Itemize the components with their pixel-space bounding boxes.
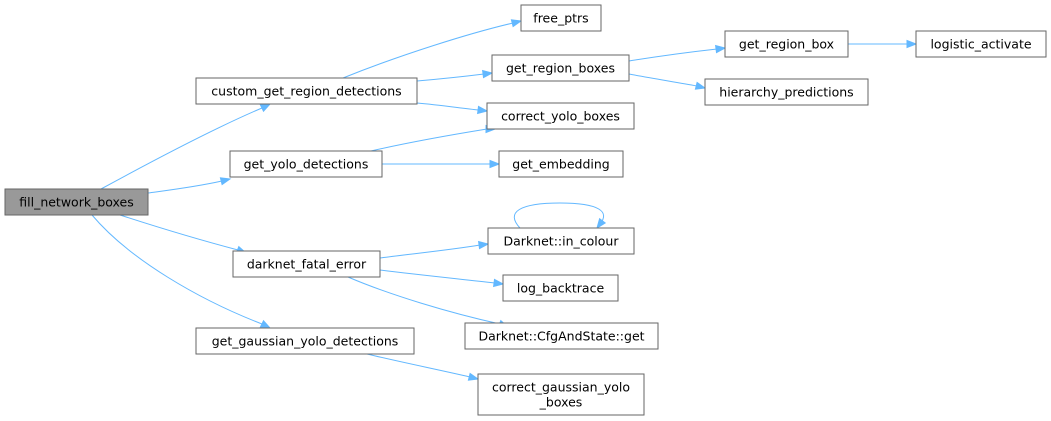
node-label: custom_get_region_detections xyxy=(211,84,401,99)
node-box xyxy=(724,30,849,58)
node-label: _boxes xyxy=(539,395,583,410)
node-label: get_region_box xyxy=(739,37,834,52)
node-free-ptrs[interactable]: free_ptrs xyxy=(520,4,602,32)
arrowhead xyxy=(259,103,272,113)
arrowhead xyxy=(478,240,490,250)
edge-fill_network_boxes-to-get_gaussian_yolo_detections xyxy=(91,214,272,329)
edge-darknet_fatal_error-to-cfg_and_state_get xyxy=(347,276,510,328)
node-box xyxy=(4,188,149,216)
arrowhead xyxy=(219,177,232,186)
node-box xyxy=(195,327,415,355)
node-box xyxy=(229,150,383,178)
edge-fill_network_boxes-to-darknet_fatal_error xyxy=(119,214,248,254)
edge-get_region_boxes-to-hierarchy_predictions xyxy=(628,73,707,90)
node-hierarchy-predictions[interactable]: hierarchy_predictions xyxy=(704,78,869,106)
node-box xyxy=(498,150,624,178)
node-correct-gaussian-yolo-boxes[interactable]: correct_gaussian_yolo_boxes xyxy=(477,373,645,416)
node-get-region-box[interactable]: get_region_box xyxy=(724,30,849,58)
edge-get_region_boxes-to-get_region_box xyxy=(628,44,727,62)
edge-get_yolo_detections-to-correct_yolo_boxes xyxy=(370,124,497,152)
edge-get_gaussian_yolo_detections-to-correct_gaussian_yolo_boxes xyxy=(366,353,480,381)
edge-custom_get_region_detections-to-correct_yolo_boxes xyxy=(416,102,489,115)
edge-line xyxy=(628,48,718,62)
edge-darknet_fatal_error-to-darknet_in_colour xyxy=(379,240,490,259)
node-box xyxy=(704,78,869,106)
arrowhead xyxy=(493,278,505,288)
edge-line xyxy=(119,214,239,251)
node-label: fill_network_boxes xyxy=(19,195,134,210)
arrowhead xyxy=(477,105,489,115)
edge-line xyxy=(100,107,263,190)
edge-line xyxy=(366,353,471,378)
edge-line xyxy=(91,214,263,325)
node-label: Darknet::CfgAndState::get xyxy=(478,329,644,344)
node-label: free_ptrs xyxy=(533,11,588,26)
node-correct-yolo-boxes[interactable]: correct_yolo_boxes xyxy=(486,102,635,130)
node-label: logistic_activate xyxy=(930,37,1031,52)
edge-line xyxy=(379,269,496,284)
node-label: log_backtrace xyxy=(517,281,605,296)
node-box xyxy=(520,4,602,32)
edge-line xyxy=(370,128,488,152)
node-box xyxy=(486,102,635,130)
node-label: darknet_fatal_error xyxy=(247,257,367,272)
arrowhead xyxy=(510,19,523,28)
arrowhead xyxy=(715,44,727,54)
edge-line xyxy=(347,276,501,325)
edge-line xyxy=(628,73,698,87)
node-get-region-boxes[interactable]: get_region_boxes xyxy=(491,54,630,82)
node-get-yolo-detections[interactable]: get_yolo_detections xyxy=(229,150,383,178)
arrowhead xyxy=(596,217,607,230)
node-label: Darknet::in_colour xyxy=(504,234,620,249)
edge-custom_get_region_detections-to-get_region_boxes xyxy=(416,69,494,82)
node-box xyxy=(915,30,1047,58)
node-darknet-in-colour[interactable]: Darknet::in_colour xyxy=(487,227,635,255)
node-box xyxy=(232,250,381,278)
node-fill-network-boxes[interactable]: fill_network_boxes xyxy=(4,188,149,216)
node-label: get_yolo_detections xyxy=(244,157,369,172)
edge-line xyxy=(513,202,605,229)
node-cfg-and-state-get[interactable]: Darknet::CfgAndState::get xyxy=(464,322,659,350)
edge-line xyxy=(379,244,481,259)
node-label: get_region_boxes xyxy=(506,61,615,76)
edge-custom_get_region_detections-to-free_ptrs xyxy=(342,19,523,79)
node-label: get_gaussian_yolo_detections xyxy=(212,334,399,349)
arrowhead xyxy=(259,319,272,329)
node-label: correct_gaussian_yolo xyxy=(492,380,630,395)
node-box xyxy=(502,274,619,302)
arrowhead xyxy=(489,159,501,169)
node-box xyxy=(195,77,418,105)
node-box xyxy=(477,373,645,416)
arrowhead xyxy=(694,81,707,90)
arrowhead xyxy=(467,372,480,381)
node-box xyxy=(464,322,659,350)
node-label: get_embedding xyxy=(512,157,609,172)
edge-line xyxy=(342,22,514,79)
node-custom-get-region-detections[interactable]: custom_get_region_detections xyxy=(195,77,418,105)
arrowhead xyxy=(482,69,494,79)
node-get-gaussian-yolo-detections[interactable]: get_gaussian_yolo_detections xyxy=(195,327,415,355)
node-box xyxy=(487,227,635,255)
edge-get_region_box-to-logistic_activate xyxy=(848,39,918,49)
node-get-embedding[interactable]: get_embedding xyxy=(498,150,624,178)
node-logistic-activate[interactable]: logistic_activate xyxy=(915,30,1047,58)
arrowhead xyxy=(906,39,918,49)
edge-fill_network_boxes-to-get_yolo_detections xyxy=(147,177,232,194)
edge-line xyxy=(147,180,223,194)
node-label: hierarchy_predictions xyxy=(719,85,853,100)
edge-line xyxy=(416,102,480,111)
edge-darknet_fatal_error-to-log_backtrace xyxy=(379,269,505,288)
node-darknet-fatal-error[interactable]: darknet_fatal_error xyxy=(232,250,381,278)
node-box xyxy=(491,54,630,82)
edge-darknet_in_colour-to-darknet_in_colour xyxy=(513,202,607,230)
edge-line xyxy=(416,73,485,82)
edge-get_yolo_detections-to-get_embedding xyxy=(382,159,501,169)
node-label: correct_yolo_boxes xyxy=(501,109,620,124)
node-log-backtrace[interactable]: log_backtrace xyxy=(502,274,619,302)
